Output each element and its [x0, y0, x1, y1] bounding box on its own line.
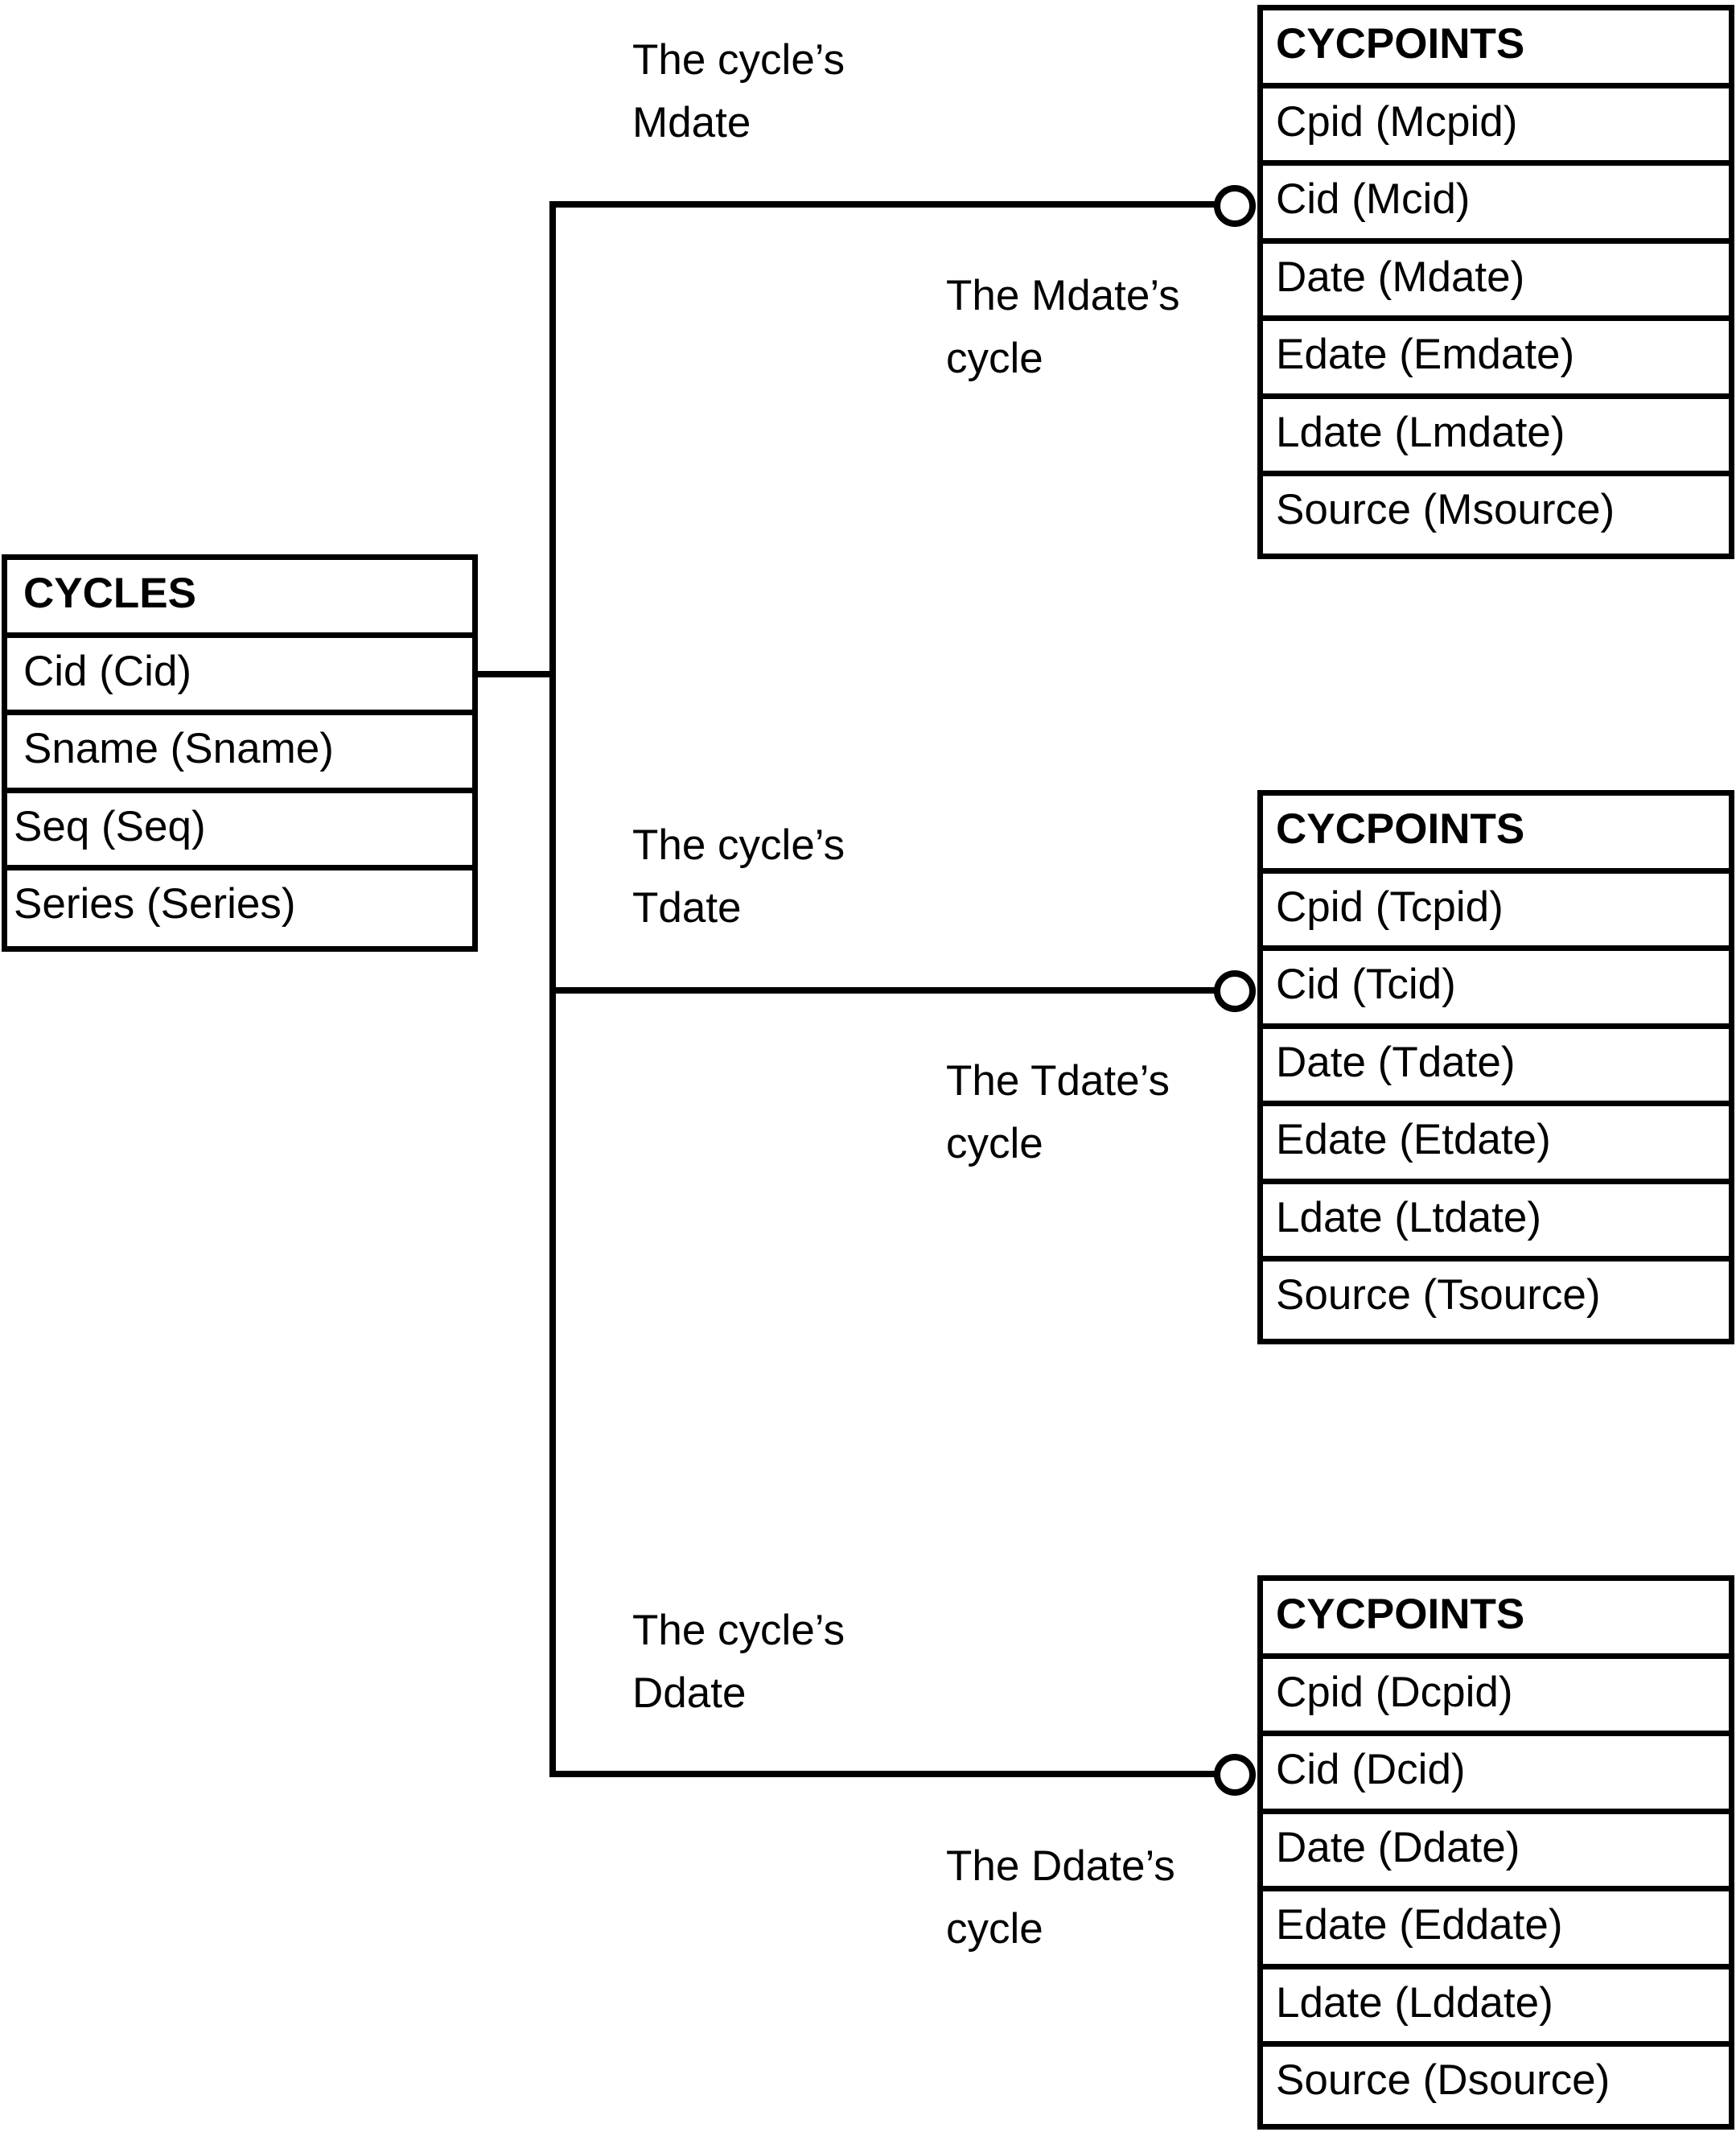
- optional-circle-m: [1214, 185, 1256, 227]
- entity-cycpoints-d: CYCPOINTS Cpid (Dcpid) Cid (Dcid) Date (…: [1257, 1575, 1734, 2130]
- field-ldate: Ldate (Lmdate): [1263, 399, 1729, 476]
- field-edate: Edate (Eddate): [1263, 1891, 1729, 1969]
- optional-circle-t: [1214, 970, 1256, 1012]
- relationship-label-reverse-m: The Mdate’s cycle: [946, 265, 1180, 390]
- field-ldate: Ldate (Ltdate): [1263, 1184, 1729, 1262]
- entity-title: CYCPOINTS: [1263, 796, 1729, 874]
- label-line: Ddate: [632, 1669, 747, 1717]
- label-line: The Tdate’s: [946, 1057, 1170, 1105]
- field-date: Date (Mdate): [1263, 244, 1729, 321]
- field-cpid: Cpid (Dcpid): [1263, 1659, 1729, 1736]
- field-sname: Sname (Sname): [7, 715, 472, 793]
- relationship-label-forward-m: The cycle’s Mdate: [632, 29, 845, 154]
- field-seq: Seq (Seq): [7, 793, 472, 870]
- optional-circle-d: [1214, 1754, 1256, 1796]
- relationship-label-reverse-t: The Tdate’s cycle: [946, 1050, 1170, 1175]
- label-line: The Mdate’s: [946, 272, 1180, 319]
- label-line: cycle: [946, 1120, 1043, 1167]
- field-source: Source (Dsource): [1276, 2056, 1611, 2104]
- field-date: Date (Ddate): [1263, 1814, 1729, 1891]
- entity-cycpoints-m: CYCPOINTS Cpid (Mcpid) Cid (Mcid) Date (…: [1257, 5, 1734, 559]
- label-line: Mdate: [632, 99, 751, 146]
- field-edate: Edate (Emdate): [1263, 321, 1729, 399]
- label-line: The cycle’s: [632, 821, 845, 869]
- field-source: Source (Tsource): [1276, 1271, 1601, 1319]
- field-cid: Cid (Mcid): [1263, 166, 1729, 244]
- field-ldate: Ldate (Lddate): [1263, 1969, 1729, 2047]
- entity-title: CYCPOINTS: [1263, 10, 1729, 88]
- field-edate: Edate (Etdate): [1263, 1106, 1729, 1184]
- entity-title: CYCPOINTS: [1263, 1581, 1729, 1659]
- field-cid: Cid (Tcid): [1263, 951, 1729, 1029]
- field-date: Date (Tdate): [1263, 1029, 1729, 1106]
- label-line: Tdate: [632, 884, 742, 932]
- label-line: The Ddate’s: [946, 1842, 1175, 1890]
- entity-cycpoints-t: CYCPOINTS Cpid (Tcpid) Cid (Tcid) Date (…: [1257, 790, 1734, 1344]
- label-line: The cycle’s: [632, 36, 845, 84]
- field-series: Series (Series): [14, 880, 296, 928]
- field-cid: Cid (Cid): [7, 638, 472, 715]
- relationship-label-forward-d: The cycle’s Ddate: [632, 1599, 845, 1725]
- field-cid: Cid (Dcid): [1263, 1736, 1729, 1814]
- label-line: cycle: [946, 1905, 1043, 1953]
- label-line: The cycle’s: [632, 1607, 845, 1654]
- relationship-label-forward-t: The cycle’s Tdate: [632, 814, 845, 940]
- entity-cycles: CYCLES Cid (Cid) Sname (Sname) Seq (Seq)…: [2, 554, 478, 952]
- field-cpid: Cpid (Mcpid): [1263, 88, 1729, 166]
- field-source: Source (Msource): [1276, 486, 1615, 533]
- relationship-label-reverse-d: The Ddate’s cycle: [946, 1835, 1175, 1961]
- field-cpid: Cpid (Tcpid): [1263, 874, 1729, 951]
- label-line: cycle: [946, 335, 1043, 382]
- entity-title: CYCLES: [7, 560, 472, 638]
